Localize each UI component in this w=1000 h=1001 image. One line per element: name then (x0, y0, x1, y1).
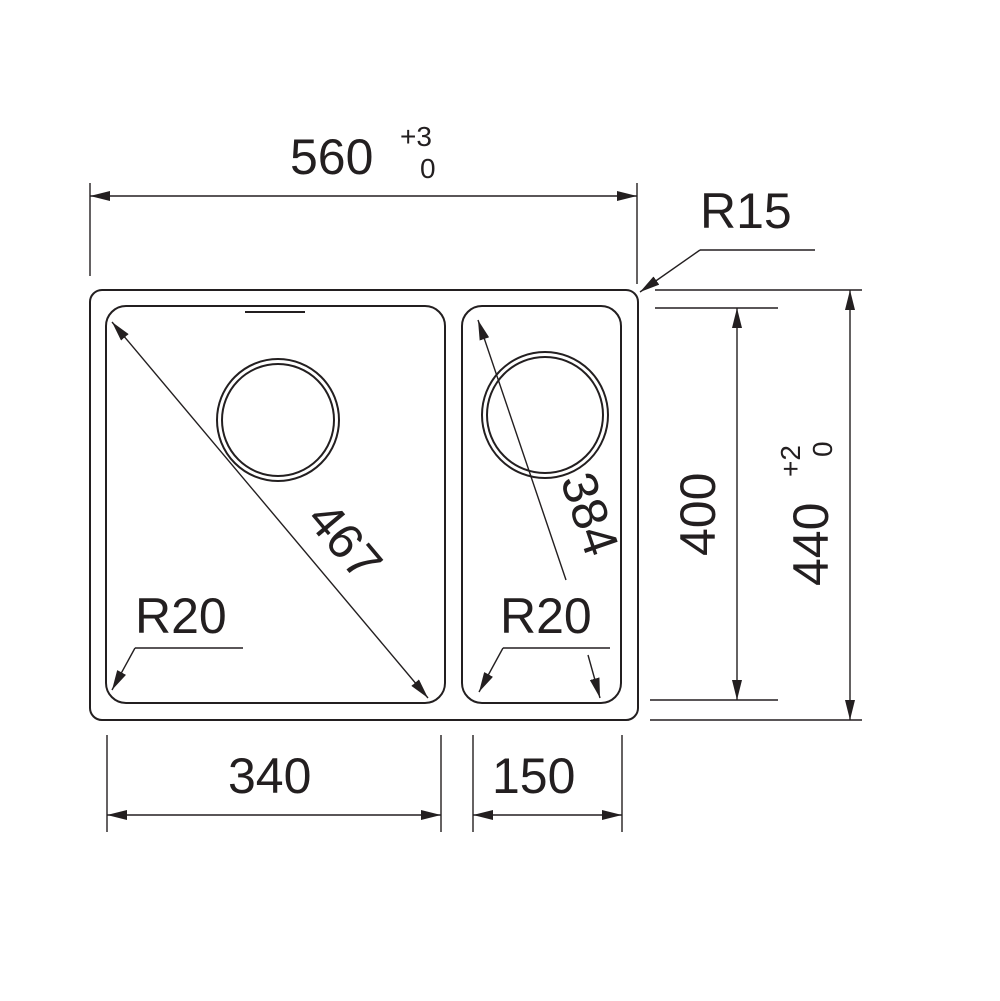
left-bowl-width-value: 340 (228, 748, 311, 804)
right-radius-callout: R20 (478, 588, 610, 699)
depth-tol-lower: 0 (807, 441, 838, 457)
outer-radius-label: R15 (700, 183, 792, 239)
right-diagonal-dimension: 384 (477, 319, 630, 581)
depth-value: 440 (783, 503, 839, 586)
right-radius-label: R20 (500, 588, 592, 644)
left-diagonal-value: 467 (297, 491, 394, 591)
left-bowl-outline (105, 305, 446, 704)
width-tol-upper: +3 (400, 121, 432, 152)
depth-dimension: 440 +2 0 (650, 289, 862, 721)
left-radius-label: R20 (135, 588, 227, 644)
right-drain-icon (481, 351, 609, 479)
width-dimension: 560 +3 0 (89, 121, 638, 284)
bowl-depth-dimension: 400 (650, 307, 778, 701)
width-tol-lower: 0 (420, 153, 436, 184)
right-diagonal-value: 384 (550, 465, 630, 562)
width-value: 560 (290, 129, 373, 185)
left-bowl-width-dimension: 340 (106, 735, 442, 832)
left-radius-callout: R20 (111, 588, 243, 691)
right-bowl-width-value: 150 (492, 748, 575, 804)
right-bowl-outline (461, 305, 622, 704)
outer-radius-callout: R15 (639, 183, 815, 293)
depth-tol-upper: +2 (775, 445, 806, 477)
right-bowl-width-dimension: 150 (472, 735, 623, 832)
sink-outer-outline (89, 289, 639, 721)
left-drain-icon (216, 358, 340, 482)
bowl-depth-value: 400 (670, 473, 726, 556)
